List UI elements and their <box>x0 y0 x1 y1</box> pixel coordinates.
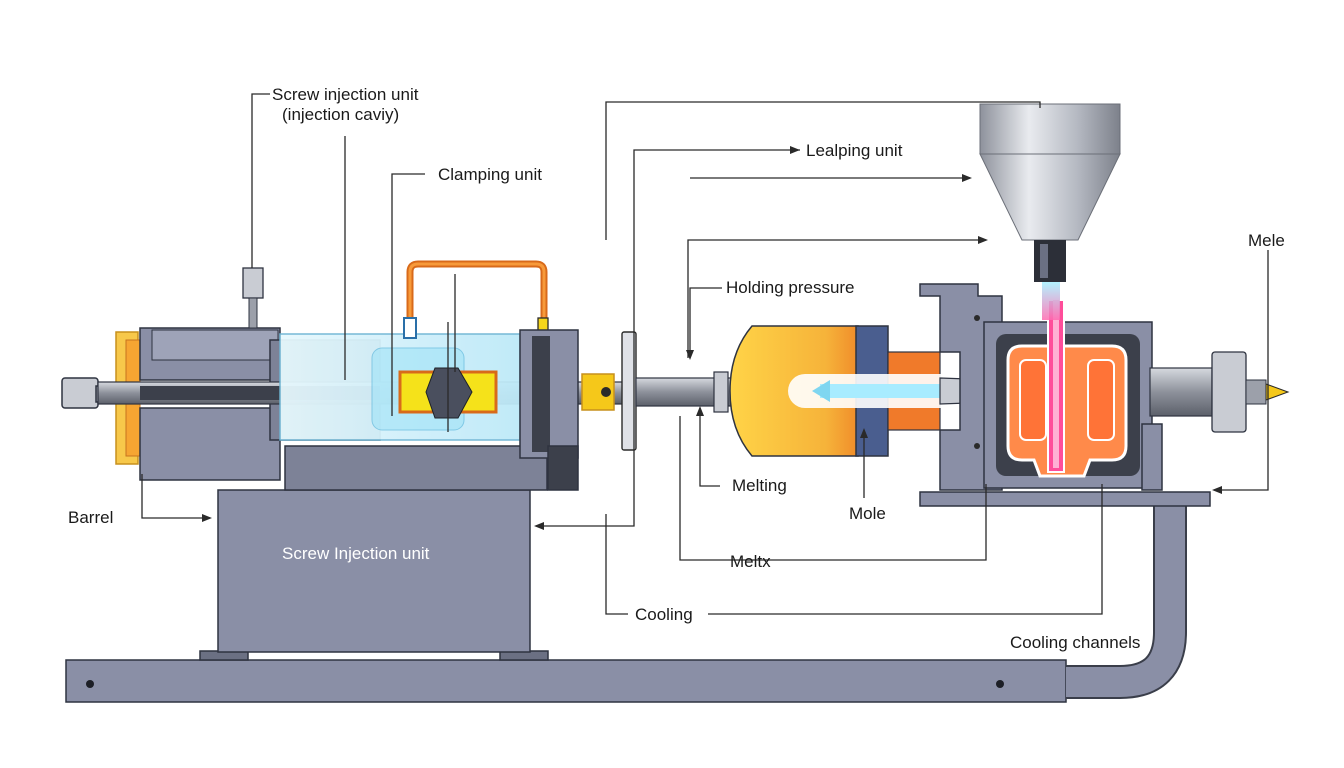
label-cooling-channels: Cooling channels <box>1010 633 1140 652</box>
label-melting: Melting <box>732 476 787 495</box>
arrowhead-barrel <box>202 514 212 522</box>
mold-collar-right <box>1211 351 1247 433</box>
injection-unit-head <box>61 260 747 491</box>
screw-tip <box>425 367 473 419</box>
label-clamping-unit: Clamping unit <box>438 165 542 184</box>
leader-meltx-right <box>780 484 987 561</box>
cabinet-top-plate <box>284 445 548 491</box>
mold-bolt-1 <box>974 315 980 321</box>
leader-melting <box>699 408 720 487</box>
leader-cooling-right <box>708 484 1103 615</box>
label-meltx: Meltx <box>730 552 771 571</box>
base-frame <box>65 650 1067 703</box>
mold-cavity-inner-right <box>1087 359 1115 441</box>
bracket-clip-left <box>403 317 417 339</box>
arrowhead-cabinet <box>534 522 544 530</box>
mold-cavity-inner-left <box>1019 359 1047 441</box>
leader-mele <box>1214 250 1269 491</box>
melt-flow-core <box>820 384 970 398</box>
arrowhead-cone-mid <box>962 174 972 182</box>
coupling-gear <box>61 377 99 409</box>
melt-flow-arrow <box>812 380 830 402</box>
label-barrel: Barrel <box>68 508 113 527</box>
label-cooling: Cooling <box>635 605 693 624</box>
mold-support-leg <box>1141 423 1163 491</box>
cooling-pipe-fill <box>1066 505 1185 697</box>
top-valve-stem <box>248 297 258 329</box>
base-rail <box>65 659 1067 703</box>
base-bolt-right <box>996 680 1004 688</box>
hopper-feed-glow <box>1042 282 1060 320</box>
leader-clamping-unit <box>391 173 425 416</box>
injection-unit-cabinet <box>217 489 531 653</box>
arrowhead-mole <box>860 428 868 438</box>
arrowheads <box>202 146 1222 530</box>
screw-housing-block <box>151 329 279 361</box>
clamp-bracket <box>406 260 548 334</box>
leader-lealping-unit <box>536 149 800 527</box>
hopper-neck <box>1034 240 1066 282</box>
leader-meltx-left <box>679 416 780 561</box>
leader-cooling-left <box>605 514 628 615</box>
hopper-neck-shine <box>1040 244 1048 278</box>
injection-unit-body: Screw Injection unit <box>217 445 548 653</box>
housing-plate-b <box>532 336 550 452</box>
arrowhead-mele <box>1212 486 1222 494</box>
screw-housing-lower <box>139 407 281 481</box>
clamp-bracket-inner <box>408 262 546 334</box>
base-bolt-left <box>86 680 94 688</box>
mold-fixed-plate <box>919 283 1003 491</box>
label-screw-injection-unit-line1: Screw injection unit <box>272 85 419 104</box>
screw-injection-unit-body-label: Screw Injection unit <box>282 544 430 563</box>
mold-bolt-2 <box>974 443 980 449</box>
leader-hopper-top <box>605 101 1041 240</box>
hopper-cone <box>979 153 1121 241</box>
leader-lines <box>141 93 1269 615</box>
arrowhead-melting <box>696 406 704 416</box>
label-holding-pressure: Holding pressure <box>726 278 855 297</box>
mold-end-tip <box>1265 383 1290 401</box>
top-valve <box>242 267 264 299</box>
mold-shaft-right <box>1149 367 1213 417</box>
arrowhead-holding-area <box>978 236 988 244</box>
mold-assembly <box>919 283 1290 507</box>
arrowhead-lealping <box>790 146 800 154</box>
leader-screw-injection-top <box>251 93 270 268</box>
leader-barrel <box>141 474 210 519</box>
leader-holding-pressure <box>689 287 722 356</box>
labels: Screw injection unit (injection caviy) C… <box>68 85 1285 652</box>
hopper-top <box>979 103 1121 155</box>
housing-plate-c <box>547 445 579 491</box>
shaft-collar <box>713 371 729 413</box>
leader-holding-area <box>687 239 986 358</box>
label-lealping-unit: Lealping unit <box>806 141 903 160</box>
arrowhead-holding-pressure <box>686 350 694 360</box>
label-mele: Mele <box>1248 231 1285 250</box>
yellow-coupling-hole <box>601 387 611 397</box>
sprue-core <box>1053 300 1059 468</box>
label-mole: Mole <box>849 504 886 523</box>
mold-base-plate <box>919 491 1211 507</box>
label-screw-injection-unit-line2: (injection caviy) <box>282 105 399 124</box>
hopper <box>979 103 1121 320</box>
mold-end-pin <box>1245 379 1267 405</box>
